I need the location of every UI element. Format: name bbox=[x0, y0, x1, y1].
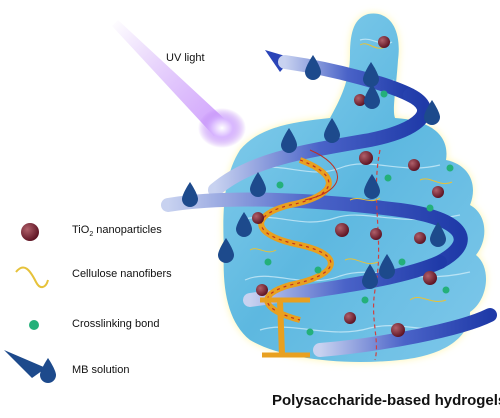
cellulose-label: Cellulose nanofibers bbox=[72, 268, 172, 280]
uv-beam-icon bbox=[112, 20, 246, 148]
legend-tio2-icon bbox=[21, 223, 39, 241]
tio2-suffix: nanoparticles bbox=[93, 224, 162, 236]
tio2-label: TiO2 nanoparticles bbox=[72, 224, 162, 238]
ribbon-spiral bbox=[161, 50, 497, 357]
mb-drops bbox=[182, 55, 446, 289]
crosslinking-bonds bbox=[264, 66, 454, 336]
diagram-title: Polysaccharide-based hydrogels bbox=[272, 392, 500, 409]
tio2-subscript: 2 bbox=[89, 231, 94, 239]
tio2-prefix: TiO bbox=[72, 224, 90, 236]
legend-crosslink-icon bbox=[29, 320, 39, 330]
legend-fiber-icon bbox=[15, 266, 49, 288]
uv-light-label: UV light bbox=[166, 52, 205, 64]
crosslinking-label: Crosslinking bond bbox=[72, 318, 160, 330]
legend-mb-icon bbox=[4, 350, 56, 383]
mb-solution-label: MB solution bbox=[72, 364, 130, 376]
tio2-particles bbox=[252, 36, 444, 337]
